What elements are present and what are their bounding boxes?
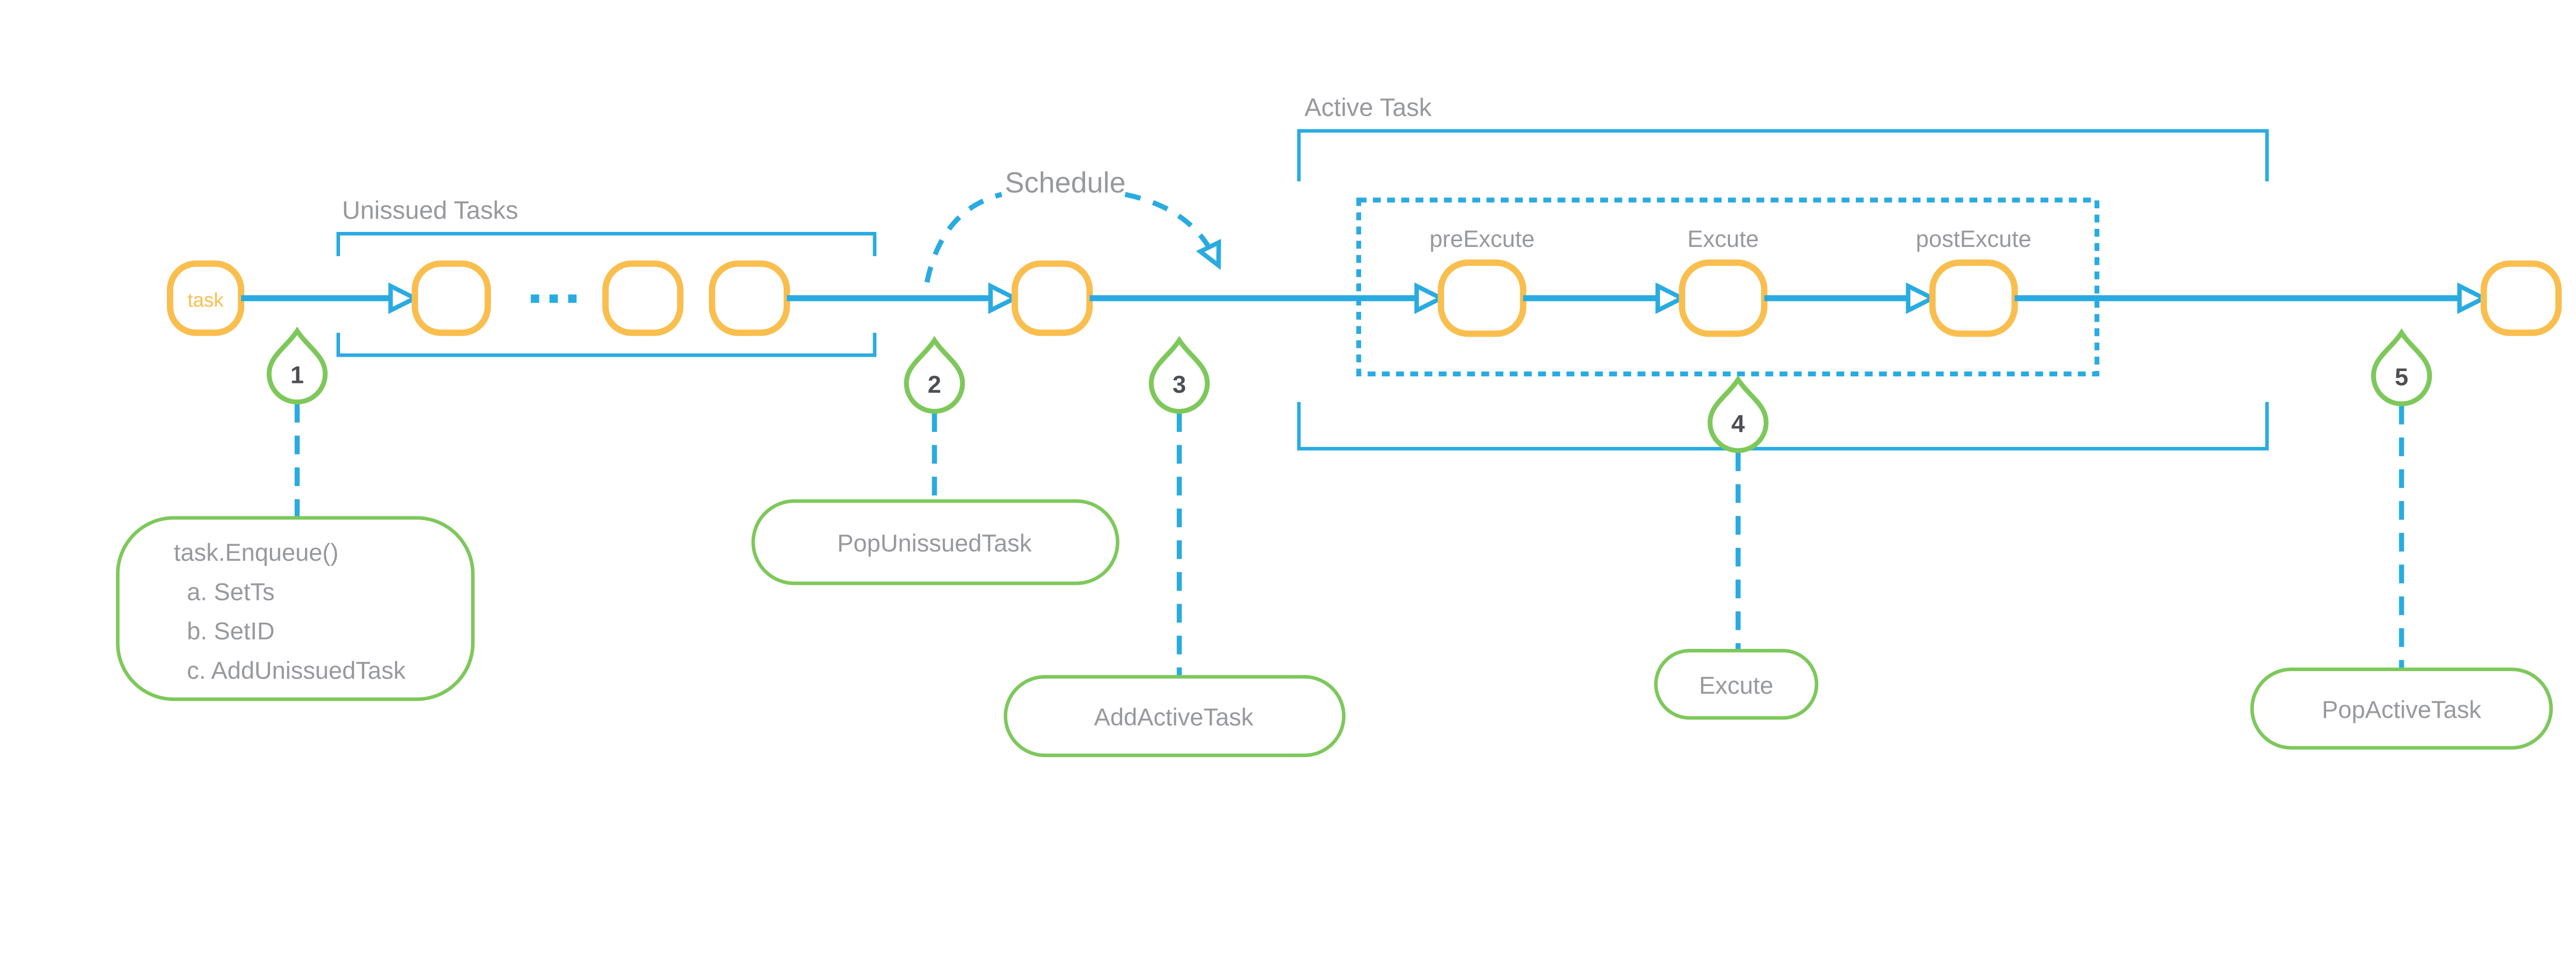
marker-3-number: 3 (1173, 371, 1186, 398)
active-task-region: Active Task preExcute Excute postExcute (1297, 94, 2269, 451)
note-excute-box (1654, 648, 1819, 720)
marker-4-pin-icon (1707, 375, 1769, 453)
note-enqueue-line-1: task.Enqueue() (174, 539, 338, 566)
marker-1-pin-icon (266, 326, 328, 405)
active-dotted-box (1356, 197, 2099, 377)
note-enqueue-box (116, 516, 475, 701)
note-boxes: task.Enqueue() a. SetTs b. SetID c. AddU… (116, 499, 2553, 757)
post-excute-label: postExcute (1916, 226, 2031, 252)
unissued-node-2 (602, 260, 684, 336)
active-bottom-bracket (1297, 401, 2269, 451)
schedule-arrowhead-icon (1196, 239, 1222, 270)
note-pop-unissued-text: PopUnissuedTask (837, 529, 1032, 557)
arrowhead-icon (388, 282, 420, 314)
note-pop-active-text: PopActiveTask (2322, 696, 2482, 723)
marker-2-pin-icon (904, 336, 965, 414)
note-excute-text: Excute (1699, 672, 1773, 699)
note-enqueue-line-2: a. SetTs (187, 578, 275, 605)
excute-label: Excute (1687, 226, 1759, 252)
unissued-node-3 (708, 260, 790, 336)
main-flow: task (166, 259, 2562, 337)
note-enqueue-line-4: c. AddUnissuedTask (187, 657, 406, 684)
marker-2-number: 2 (928, 371, 941, 398)
schedule-label: Schedule (1005, 166, 1125, 199)
marker-5-number: 5 (2395, 363, 2408, 390)
unissued-top-bracket (336, 231, 877, 256)
arrowhead-icon (1414, 282, 1446, 314)
pre-excute-label: preExcute (1430, 226, 1535, 252)
active-task-label: Active Task (1304, 94, 1432, 122)
note-pop-active-box (2250, 667, 2553, 750)
unissued-tasks-region: Unissued Tasks (336, 196, 877, 357)
final-node (2480, 260, 2562, 336)
marker-4-number: 4 (1732, 410, 1745, 437)
excute-node (1679, 259, 1768, 337)
schedule-arc-left (924, 192, 1003, 283)
post-excute-node (1929, 259, 2018, 337)
marker-3-pin-icon (1148, 336, 1210, 414)
schedule-annotation: Schedule (924, 166, 1222, 283)
unissued-bottom-bracket (336, 332, 877, 357)
pre-excute-node (1437, 259, 1527, 337)
schedule-node (1011, 260, 1093, 336)
arrowhead-icon (2457, 282, 2489, 314)
unissued-node-1 (412, 260, 491, 336)
marker-5-pin-icon (2371, 328, 2432, 407)
arrowhead-icon (1906, 282, 1938, 314)
note-enqueue-line-3: b. SetID (187, 617, 275, 645)
task-node-label: task (188, 290, 224, 311)
marker-1-number: 1 (291, 361, 304, 389)
arrowhead-icon (988, 282, 1020, 314)
ellipsis-dots-icon (531, 294, 577, 303)
schedule-arc-right (1124, 192, 1215, 256)
active-top-bracket (1297, 129, 2269, 181)
note-add-active-box (1004, 675, 1346, 757)
note-pop-unissued-box (751, 499, 1120, 585)
arrowhead-icon (1655, 282, 1687, 314)
markers: 1 2 3 4 5 (266, 326, 2432, 684)
note-add-active-text: AddActiveTask (1094, 703, 1254, 730)
unissued-tasks-label: Unissued Tasks (342, 196, 518, 224)
